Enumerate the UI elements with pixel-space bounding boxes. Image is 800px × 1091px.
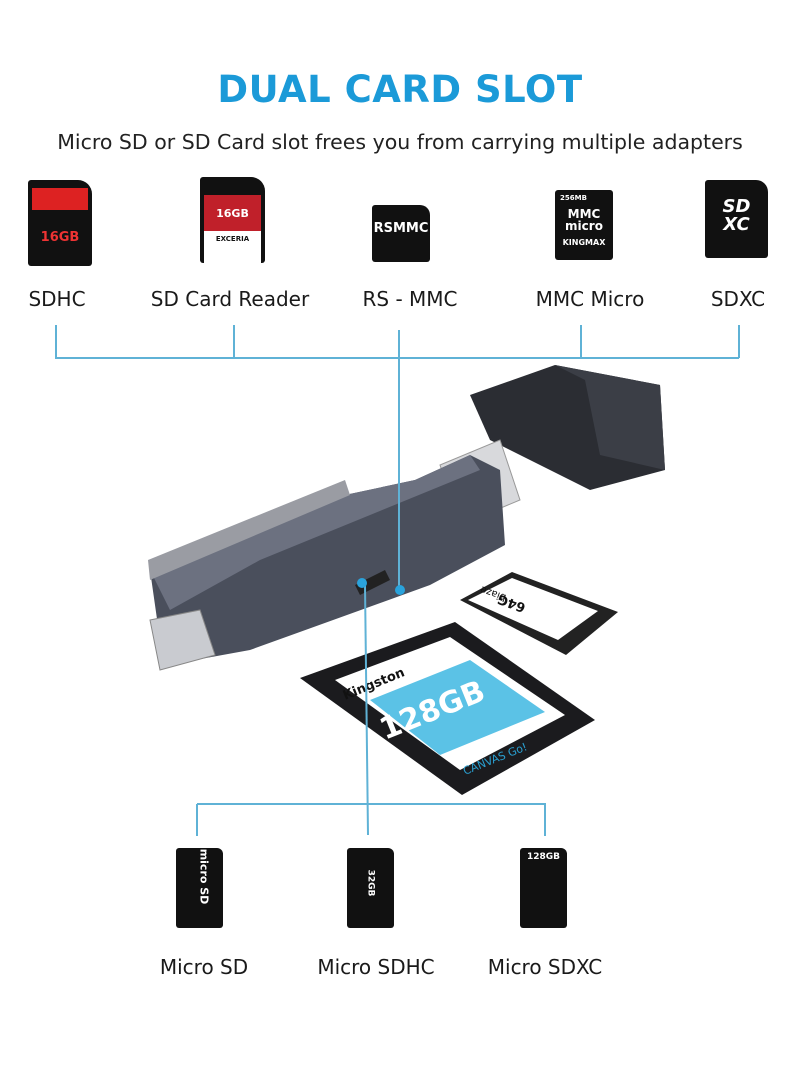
connector-line [233, 325, 235, 358]
micro-sd-card-64g: 64G biaze [460, 572, 618, 655]
label-sdhc: SDHC [28, 287, 86, 311]
connector-line [364, 584, 369, 836]
sdxc-card-image: SD XC [705, 180, 768, 258]
card-capacity: 256MB [560, 194, 587, 202]
label-mmc-micro: MMC Micro [535, 287, 645, 311]
subtitle: Micro SD or SD Card slot frees you from … [57, 130, 743, 154]
sd-card-128gb: Kingston 128GB CANVAS Go! [300, 622, 595, 795]
micro-sd-card-image: micro SD [176, 848, 223, 928]
label-micro-sdxc: Micro SDXC [487, 955, 603, 979]
card-brand: EXCERIA [215, 235, 250, 243]
card-text: 128GB [526, 852, 561, 862]
sdhc-card-image: 16GB [28, 180, 92, 266]
micro-sd-slot-marker [357, 578, 367, 588]
connector-line [738, 325, 740, 358]
reader-body [148, 455, 505, 660]
label-sdxc: SDXC [710, 287, 766, 311]
usb-c-plug [149, 609, 216, 671]
label-micro-sdhc: Micro SDHC [317, 955, 435, 979]
page-title: DUAL CARD SLOT [217, 68, 583, 111]
mmc-micro-card-image: 256MB MMC micro KINGMAX [555, 190, 613, 260]
sd-card-image: 16GB EXCERIA [200, 177, 265, 263]
card-text: RSMMC [373, 221, 429, 236]
card-text: MMC micro [565, 207, 603, 233]
label-sd-card-reader: SD Card Reader [150, 287, 310, 311]
connector-line [55, 325, 57, 358]
card-text: 16GB [40, 230, 80, 245]
label-rs-mmc: RS - MMC [362, 287, 458, 311]
label-micro-sd: Micro SD [159, 955, 249, 979]
rs-mmc-card-image: RSMMC [372, 205, 430, 262]
connector-line [580, 325, 582, 358]
sd-slot-marker [395, 585, 405, 595]
card-text: 16GB [204, 195, 261, 231]
connector-line [55, 357, 739, 359]
card-brand: KINGMAX [562, 238, 606, 247]
card-text: 32GB [365, 869, 376, 897]
micro-sdxc-card-image: 128GB [520, 848, 567, 928]
micro-sdhc-card-image: 32GB [347, 848, 394, 928]
usb-cap [470, 365, 665, 490]
card-text: SD XC [722, 196, 751, 235]
card-text: micro SD [197, 848, 211, 905]
